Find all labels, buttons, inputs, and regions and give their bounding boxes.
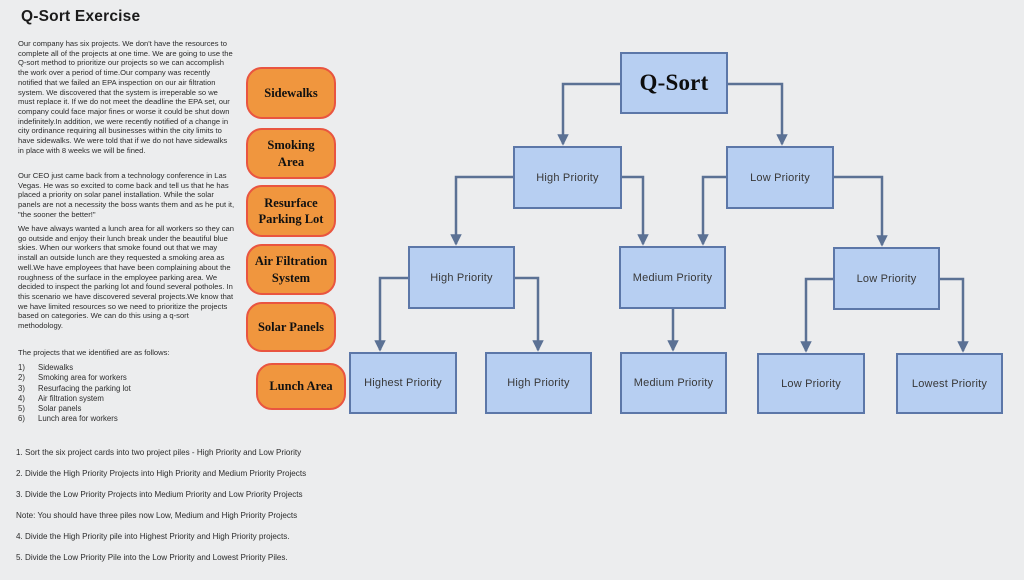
projects-list: 1) Sidewalks 2) Smoking area for workers… (18, 363, 235, 425)
project-card-sidewalks[interactable]: Sidewalks (246, 67, 336, 119)
list-item-number: 3) (18, 383, 25, 393)
page-title: Q-Sort Exercise (21, 8, 141, 25)
list-item: 2) Smoking area for workers (18, 373, 235, 383)
project-card-solar-panels[interactable]: Solar Panels (246, 302, 336, 352)
instruction-note: Note: You should have three piles now Lo… (16, 510, 298, 520)
node-l2-high-priority: High Priority (513, 146, 622, 209)
project-card-smoking-area[interactable]: Smoking Area (246, 128, 336, 179)
scenario-paragraph-2: Our CEO just came back from a technology… (18, 171, 235, 219)
project-card-resurface-parking-lot[interactable]: Resurface Parking Lot (246, 185, 336, 237)
node-l4-lowest-priority: Lowest Priority (896, 353, 1003, 414)
list-item-label: Lunch area for workers (38, 414, 118, 424)
node-l4-high-priority: High Priority (485, 352, 592, 414)
list-item: 1) Sidewalks (18, 363, 235, 373)
project-card-lunch-area[interactable]: Lunch Area (256, 363, 346, 410)
node-l4-low-priority: Low Priority (757, 353, 865, 414)
list-item-number: 1) (18, 363, 25, 372)
node-l4-highest-priority: Highest Priority (349, 352, 457, 414)
scenario-paragraph-3: We have always wanted a lunch area for a… (18, 224, 234, 331)
instruction-step-1: 1. Sort the six project cards into two p… (16, 448, 302, 457)
list-item: 5) Solar panels (18, 404, 235, 414)
list-item-number: 5) (18, 404, 25, 414)
instruction-step-5: 5. Divide the Low Priority Pile into the… (16, 552, 288, 562)
instruction-steps: 1. Sort the six project cards into two p… (16, 443, 346, 568)
list-item-number: 2) (18, 373, 25, 383)
list-item: 3) Resurfacing the parking lot (18, 384, 235, 394)
project-card-air-filtration-system[interactable]: Air Filtration System (246, 244, 336, 295)
node-l3-medium-priority: Medium Priority (619, 246, 726, 309)
list-item-label: Sidewalks (38, 363, 74, 372)
node-l3-high-priority: High Priority (408, 246, 515, 309)
node-l4-medium-priority: Medium Priority (620, 352, 727, 414)
list-item-label: Resurfacing the parking lot (38, 383, 131, 393)
list-item: 4) Air filtration system (18, 394, 235, 404)
projects-intro: The projects that we identified are as f… (18, 348, 170, 357)
node-l2-low-priority: Low Priority (726, 146, 834, 209)
list-item-label: Solar panels (38, 404, 82, 414)
instruction-step-4: 4. Divide the High Priority pile into Hi… (16, 531, 290, 541)
node-l3-low-priority: Low Priority (833, 247, 940, 310)
list-item-number: 4) (18, 393, 25, 403)
list-item-label: Air filtration system (38, 393, 104, 403)
instruction-step-3: 3. Divide the Low Priority Projects into… (16, 489, 303, 499)
scenario-paragraph-1: Our company has six projects. We don't h… (18, 39, 233, 155)
list-item-number: 6) (18, 414, 25, 424)
list-item-label: Smoking area for workers (38, 373, 127, 383)
instruction-step-2: 2. Divide the High Priority Projects int… (16, 468, 307, 478)
list-item: 6) Lunch area for workers (18, 414, 235, 424)
node-qsort-root: Q-Sort (620, 52, 728, 114)
